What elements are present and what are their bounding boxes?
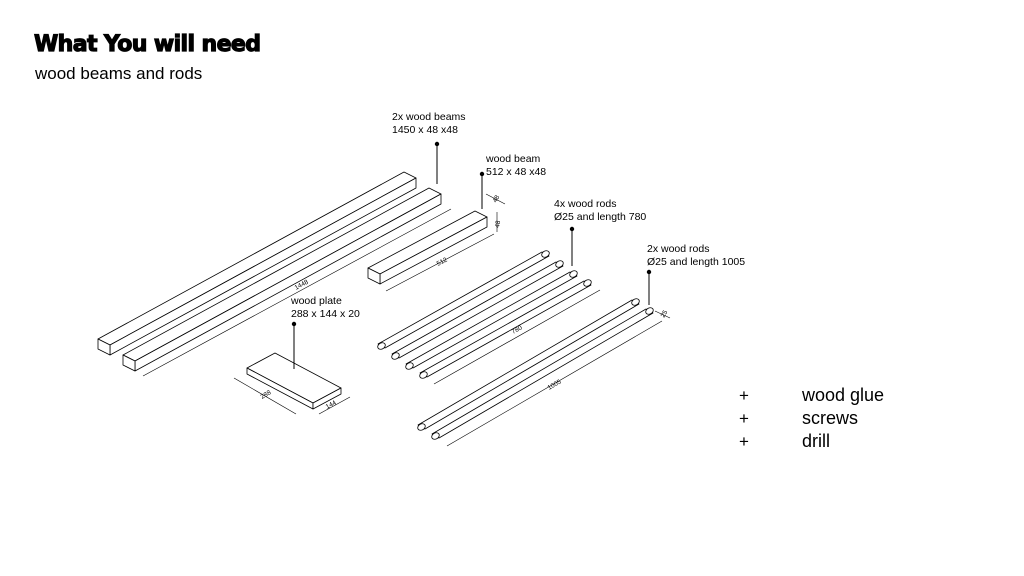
plus-icon: + [739, 385, 749, 405]
beam-width-value: 48 [492, 194, 502, 204]
leader-beam: wood beam 512 x 48 x48 [479, 153, 546, 209]
long-beam-back [97, 171, 417, 356]
leader-plate: wood plate 288 x 144 x 20 [290, 295, 360, 369]
short-beam [367, 210, 488, 285]
label-beam-name: wood beam [485, 153, 541, 165]
rod [391, 260, 564, 360]
leader-rods-1005: 2x wood rods Ø25 and length 1005 [646, 243, 745, 305]
extra-item-drill: + drill [738, 430, 884, 453]
plus-icon: + [739, 408, 749, 428]
page-title: What You will need [33, 31, 261, 57]
leader-beams: 2x wood beams 1450 x 48 x48 [392, 111, 466, 184]
rod [377, 250, 550, 350]
rods780-length-value: 780 [511, 324, 524, 336]
label-plate-name: wood plate [290, 295, 342, 307]
extra-label: wood glue [802, 385, 885, 405]
label-beams-size: 1450 x 48 x48 [392, 124, 458, 136]
label-rods780-size: Ø25 and length 780 [554, 211, 646, 223]
rod [431, 307, 654, 440]
plate-length-value: 288 [260, 389, 273, 401]
rod [405, 270, 578, 370]
plus-icon: + [739, 431, 749, 451]
long-beam-front [122, 187, 442, 372]
extra-item-wood-glue: + wood glue [738, 384, 884, 407]
extra-item-screws: + screws [738, 407, 884, 430]
label-rods1005-name: 2x wood rods [647, 243, 709, 255]
label-beams-name: 2x wood beams [392, 111, 466, 123]
label-rods780-name: 4x wood rods [554, 198, 616, 210]
rods-780-dimension: 780 [433, 289, 601, 385]
extra-label: drill [802, 431, 831, 451]
leader-rods-780: 4x wood rods Ø25 and length 780 [554, 198, 646, 266]
short-beam-dimension: 512 48 48 [385, 193, 506, 292]
rods-780 [377, 250, 592, 379]
rod [419, 279, 592, 379]
label-rods1005-size: Ø25 and length 1005 [647, 256, 745, 268]
wood-plate [246, 352, 342, 410]
plate-dimension: 288 144 [233, 377, 351, 415]
label-beam-size: 512 x 48 x48 [486, 166, 546, 178]
rod-diameter-value: 25 [660, 309, 670, 319]
page-subtitle: wood beams and rods [35, 64, 203, 83]
plate-width-value: 144 [325, 399, 338, 410]
rods-1005 [417, 298, 654, 440]
extras-list: + wood glue + screws + drill [738, 384, 884, 453]
rod [417, 298, 640, 431]
beam-height-value: 48 [494, 220, 502, 229]
label-plate-size: 288 x 144 x 20 [291, 308, 360, 320]
beam-length-value: 512 [436, 256, 449, 267]
extra-label: screws [802, 408, 859, 428]
